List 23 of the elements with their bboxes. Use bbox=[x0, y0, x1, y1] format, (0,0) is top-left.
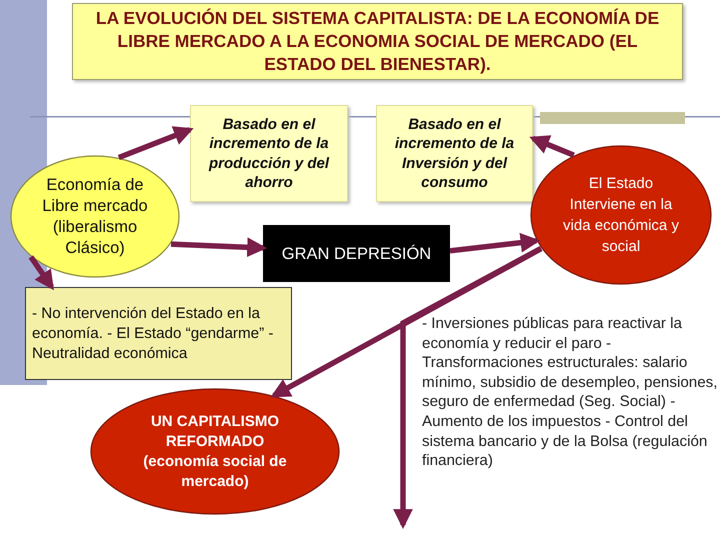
arrow bbox=[28, 255, 54, 290]
arrow bbox=[170, 237, 267, 258]
node-text: GRAN DEPRESIÓN bbox=[282, 244, 432, 264]
node-text: UN CAPITALISMO REFORMADO (economía social de mercado) bbox=[142, 412, 288, 492]
arrow bbox=[118, 126, 194, 160]
node-text: Economía de Libre mercado (liberalismo Clásico) bbox=[41, 174, 149, 258]
node-text: Basado en el incremento de la Inversión y del consumo bbox=[394, 114, 516, 192]
node-text: El Estado Interviene en la vida económica y social bbox=[562, 174, 680, 257]
arrow bbox=[450, 232, 540, 254]
note-box bbox=[376, 105, 533, 202]
ellipse-node bbox=[530, 145, 712, 285]
arrow bbox=[393, 246, 542, 529]
node-text: Basado en el incremento de la producción y del ahorro bbox=[208, 114, 330, 192]
arrow bbox=[270, 246, 543, 398]
measures-list: - Inversiones públicas para reactivar la economía y reducir el paro - Transformaciones estructurales: salario mínimo, subsidio de desempleo, pensiones, seguro de enfermedad (Seg. Social) - Aumento de los impuestos - Control del sistema bancario y de la Bolsa (regulación financiera) bbox=[422, 314, 718, 471]
title-banner: LA EVOLUCIÓN DEL SISTEMA CAPITALISTA: DE LA ECONOMÍA DE LIBRE MERCADO A LA ECONOMIA SOCIAL DE MERCADO (EL ESTADO DEL BIENESTAR). bbox=[72, 3, 683, 80]
note-box bbox=[190, 105, 348, 202]
ellipse-node bbox=[90, 388, 340, 515]
ellipse-node bbox=[10, 155, 180, 278]
note-box bbox=[25, 287, 292, 380]
event-box bbox=[263, 225, 450, 282]
arrow bbox=[529, 135, 575, 158]
node-text: - No intervención del Estado en la economía. - El Estado “gendarme” - Neutralidad económica bbox=[32, 304, 274, 364]
